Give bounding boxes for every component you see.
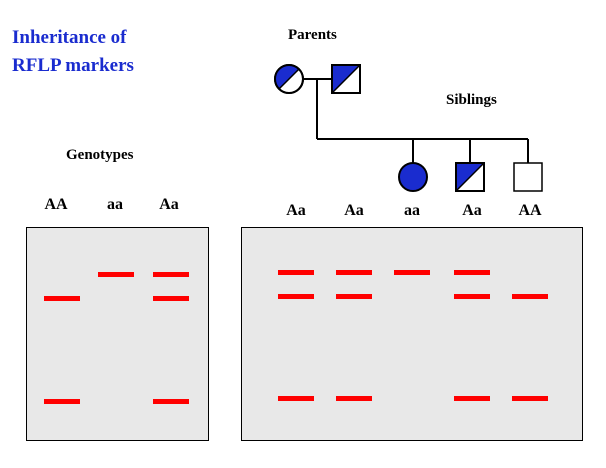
family-band-a (454, 270, 490, 275)
family-band-shared (512, 396, 548, 401)
reference-genotype-label: Aa (159, 196, 179, 213)
sibling-female-affected-symbol (398, 162, 428, 192)
title-line-1: Inheritance of (12, 27, 127, 48)
family-gel (241, 227, 583, 441)
father-symbol (331, 64, 361, 94)
family-genotype-label: aa (404, 202, 420, 219)
reference-band-shared (153, 399, 189, 404)
reference-band-shared (44, 399, 80, 404)
family-genotype-label: Aa (344, 202, 364, 219)
reference-gel (26, 227, 209, 441)
family-band-a (336, 270, 372, 275)
family-band-shared (454, 396, 490, 401)
genotypes-label: Genotypes (66, 147, 134, 163)
family-band-A (278, 294, 314, 299)
parents-label: Parents (288, 27, 337, 43)
diagram-title: Inheritance of RFLP markers (12, 24, 134, 80)
family-band-a (394, 270, 430, 275)
family-band-a (278, 270, 314, 275)
family-genotype-label: AA (518, 202, 542, 219)
mother-symbol (274, 64, 304, 94)
reference-genotype-label: AA (44, 196, 68, 213)
reference-genotype-label: aa (107, 196, 123, 213)
family-band-shared (336, 396, 372, 401)
family-band-A (454, 294, 490, 299)
reference-band-a (153, 272, 189, 277)
family-genotype-label: Aa (462, 202, 482, 219)
siblings-label: Siblings (446, 92, 497, 108)
reference-band-a (98, 272, 134, 277)
sibling-male-unaffected-symbol (513, 162, 543, 192)
sibling-male-carrier-symbol (455, 162, 485, 192)
family-genotype-label: Aa (286, 202, 306, 219)
family-band-A (512, 294, 548, 299)
family-band-shared (278, 396, 314, 401)
family-band-A (336, 294, 372, 299)
reference-band-A (44, 296, 80, 301)
title-line-2: RFLP markers (12, 55, 134, 76)
reference-band-A (153, 296, 189, 301)
